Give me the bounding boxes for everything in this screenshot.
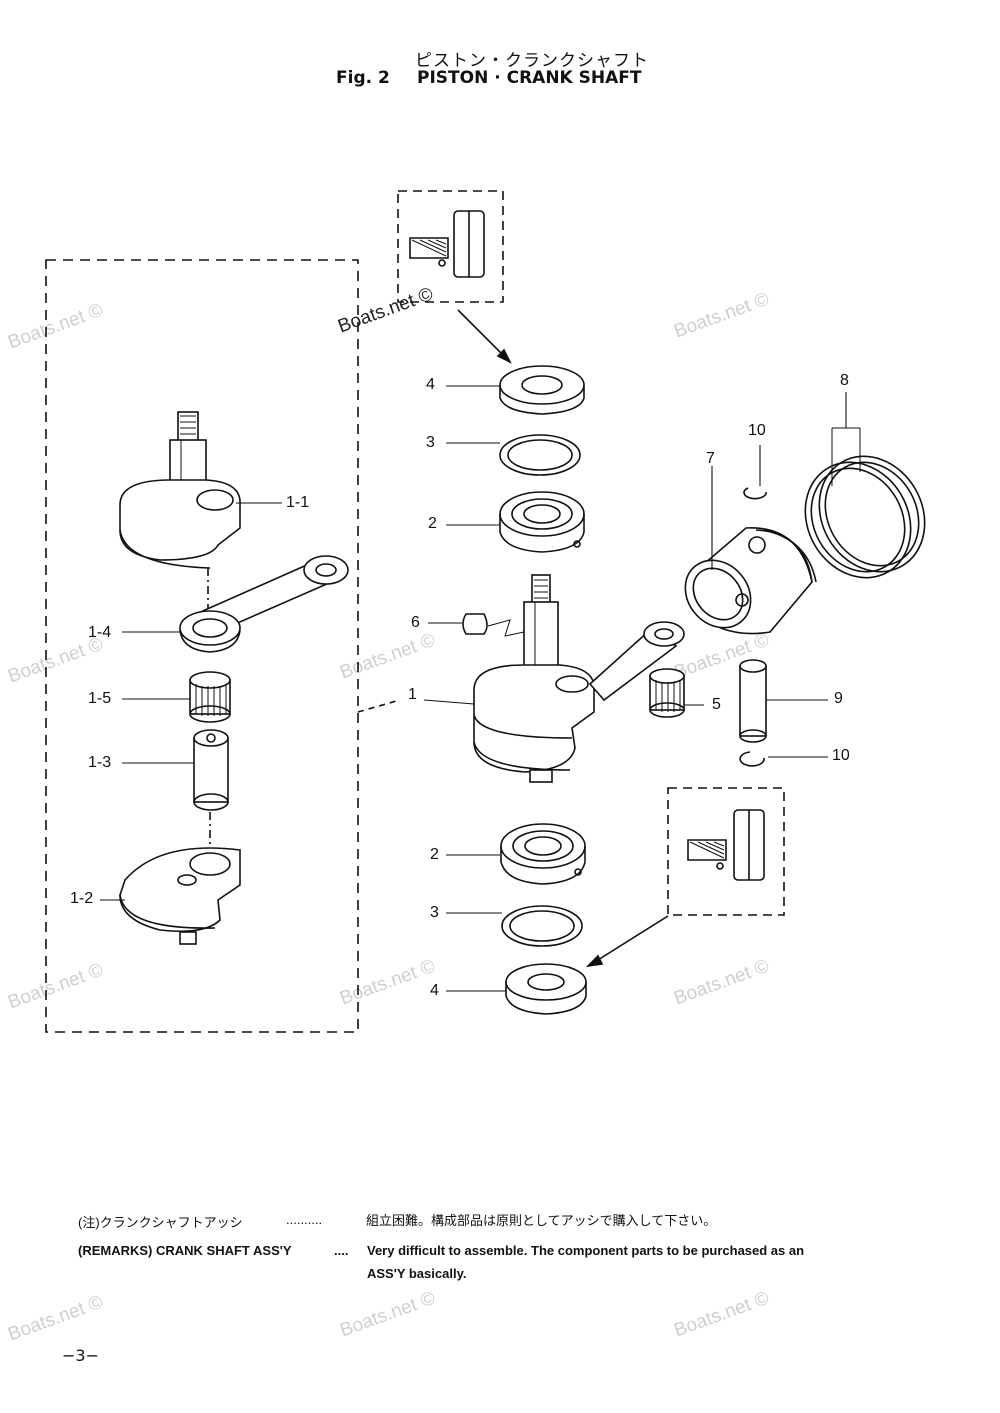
piston-drawing	[684, 527, 817, 635]
note-remarks-label: (REMARKS) CRANK SHAFT ASS'Y	[78, 1243, 292, 1258]
needle-bearing-drawing	[649, 668, 685, 718]
assembly-leader	[357, 699, 401, 713]
callout-6: 6	[411, 614, 420, 631]
callout-7: 7	[706, 450, 715, 467]
arrow-to-seal-bottom	[589, 915, 669, 966]
woodruff-key-drawing	[462, 613, 525, 637]
needle-bearing-small-drawing	[189, 671, 231, 723]
callout-9: 9	[834, 690, 843, 707]
washer-bottom-drawing	[501, 905, 583, 947]
note-remarks-text-2: ASS'Y basically.	[367, 1266, 467, 1281]
callout-1-2: 1-2	[70, 890, 94, 907]
circlip-top-drawing	[743, 487, 767, 500]
callout-5: 5	[712, 696, 721, 713]
figure-number: Fig. 2	[336, 68, 390, 88]
crank-pin-drawing	[193, 729, 229, 811]
seal-detail-inset-bottom	[667, 787, 785, 916]
piston-pin-drawing	[739, 659, 767, 743]
note-jp-label: (注)クランクシャフトアッシ	[78, 1215, 243, 1230]
crank-upper-half-drawing	[119, 411, 241, 569]
note-jp-text: 組立困難。構成部品は原則としてアッシで購入して下さい。	[366, 1213, 717, 1228]
crankshaft-assembly-drawing	[473, 574, 685, 783]
callout-10-top: 10	[748, 422, 766, 439]
callout-1-3: 1-3	[88, 754, 112, 771]
connecting-rod-drawing	[179, 555, 349, 653]
callout-1: 1	[408, 686, 417, 703]
page-number: −3−	[62, 1346, 99, 1365]
assembly-dashed-box	[45, 259, 359, 1033]
callout-3-top: 3	[426, 434, 435, 451]
piston-rings-drawing	[804, 427, 926, 579]
callout-10-bottom: 10	[832, 747, 850, 764]
leader-lines	[100, 385, 847, 992]
note-remarks-text-1: Very difficult to assemble. The componen…	[367, 1243, 805, 1258]
callout-1-4: 1-4	[88, 624, 112, 641]
note-jp-dots: ..........	[286, 1212, 323, 1227]
ball-bearing-bottom-drawing	[500, 823, 586, 885]
seal-detail-inset-top	[397, 190, 504, 303]
circlip-bottom-drawing	[739, 751, 765, 767]
japanese-title: ピストン・クランクシャフト	[415, 51, 649, 71]
callout-2-bottom: 2	[430, 846, 439, 863]
callout-8: 8	[840, 372, 849, 389]
oil-seal-top-drawing	[499, 365, 585, 415]
crank-lower-half-drawing	[119, 847, 241, 945]
callout-4-bottom: 4	[430, 982, 439, 999]
callout-1-5: 1-5	[88, 690, 112, 707]
callout-3-bottom: 3	[430, 904, 439, 921]
callout-2-top: 2	[428, 515, 437, 532]
ball-bearing-top-drawing	[499, 491, 585, 553]
figure-title: PISTON · CRANK SHAFT	[417, 68, 642, 88]
callout-1-1: 1-1	[286, 494, 310, 511]
note-remarks-dots: ....	[334, 1243, 349, 1258]
callout-4-top: 4	[426, 376, 435, 393]
washer-top-drawing	[499, 434, 581, 476]
oil-seal-bottom-drawing	[505, 963, 587, 1015]
